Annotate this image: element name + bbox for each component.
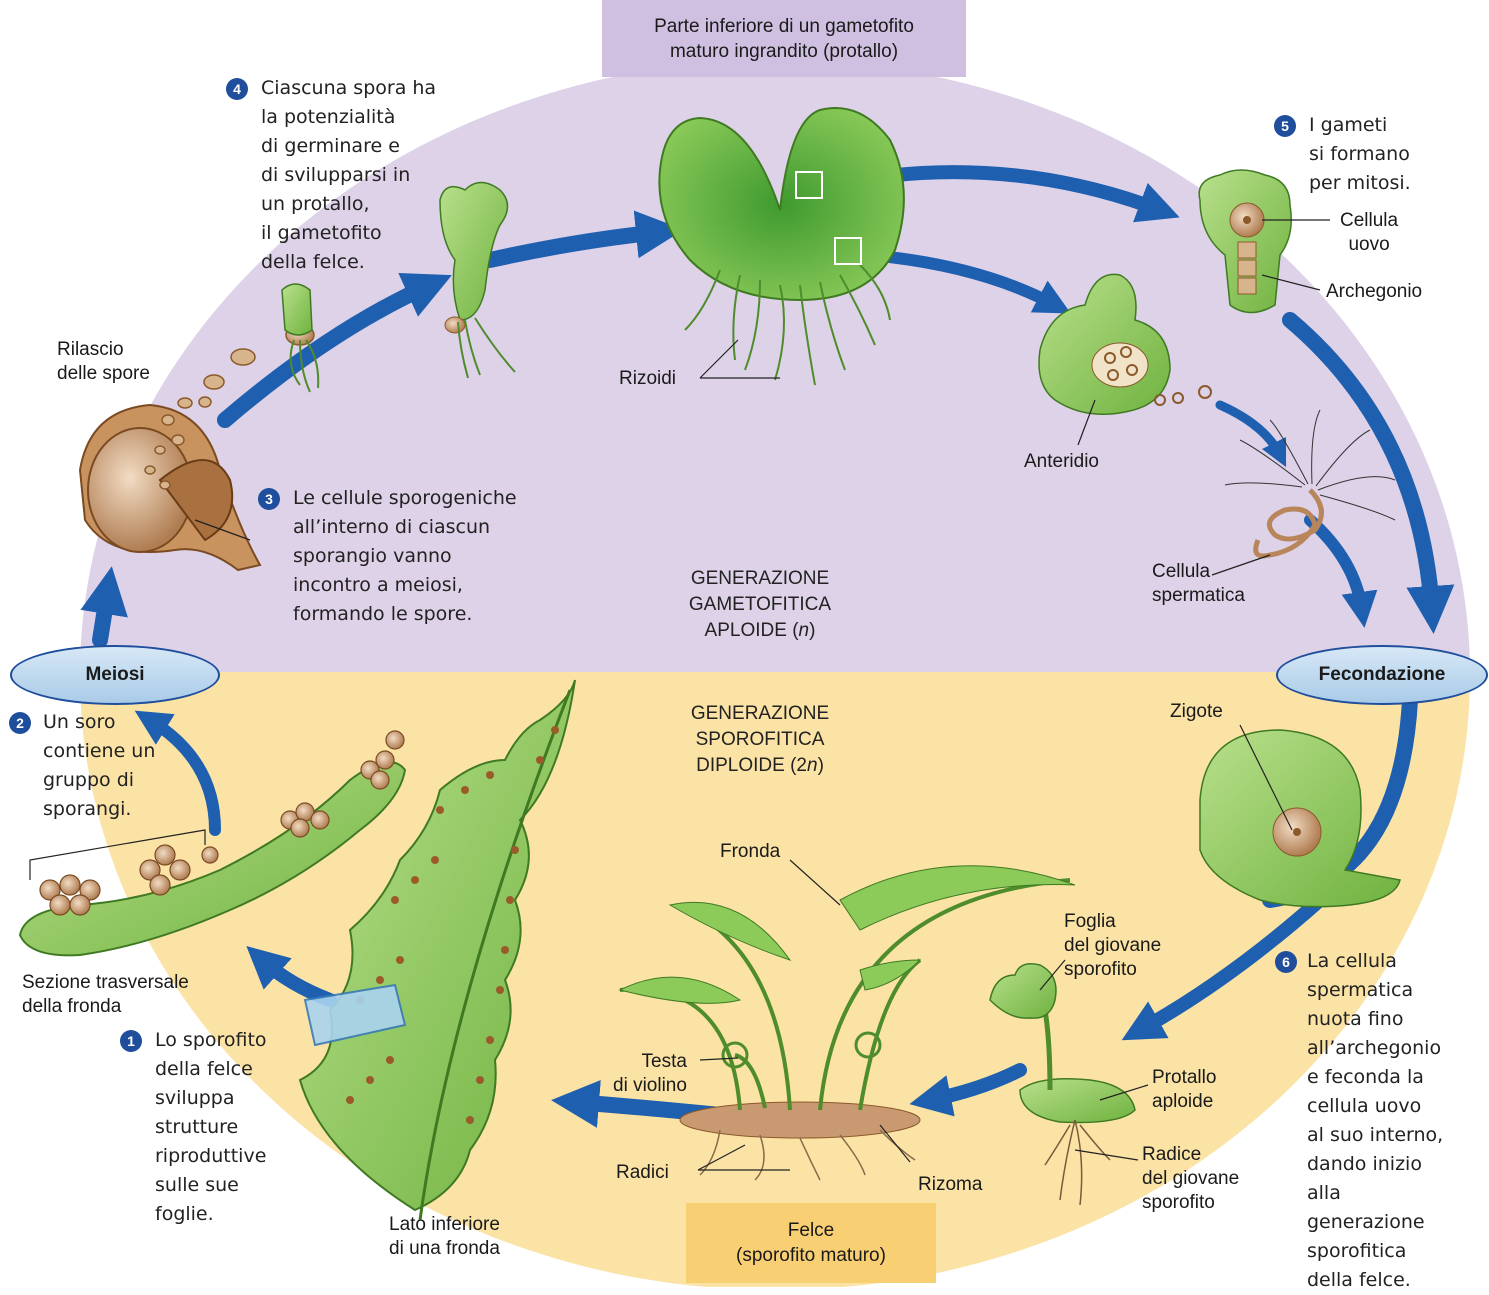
fertilization-label: Fecondazione: [1319, 664, 1446, 686]
label-frond-cross-section: Sezione trasversale della fronda: [22, 971, 189, 1019]
step-4-badge: 4: [226, 78, 248, 100]
label-sperm-cell: Cellula spermatica: [1152, 560, 1245, 608]
step-3-badge: 3: [258, 488, 280, 510]
label-haploid-prothallus: Protallo aploide: [1152, 1066, 1216, 1114]
header-line-2: maturo ingrandito (protallo): [670, 39, 898, 64]
step-1-badge: 1: [120, 1030, 142, 1052]
meiosis-label: Meiosi: [85, 664, 144, 686]
gametophytic-generation-label: GENERAZIONE GAMETOFITICA APLOIDE (n): [655, 566, 865, 644]
gametophytic-line-1: GENERAZIONE: [655, 566, 865, 592]
fertilization-oval: Fecondazione: [1276, 645, 1488, 705]
label-rhizome: Rizoma: [918, 1173, 982, 1197]
label-release-spores: Rilascio delle spore: [57, 338, 150, 386]
label-fiddlehead: Testa di violino: [613, 1050, 687, 1098]
sporophytic-line-1: GENERAZIONE: [655, 701, 865, 727]
label-frond-underside: Lato inferiore di una fronda: [389, 1213, 500, 1261]
header-box: Parte inferiore di un gametofito maturo …: [602, 0, 966, 77]
label-antheridium: Anteridio: [1024, 450, 1099, 474]
label-rhizoids: Rizoidi: [619, 367, 676, 391]
step-2-badge: 2: [9, 712, 31, 734]
bottom-line-1: Felce: [788, 1218, 834, 1243]
bottom-line-2: (sporofito maturo): [736, 1243, 886, 1268]
header-line-1: Parte inferiore di un gametofito: [654, 14, 914, 39]
gametophytic-line-3: APLOIDE (n): [655, 618, 865, 644]
label-young-sporophyte-root: Radice del giovane sporofito: [1142, 1143, 1239, 1215]
step-6-badge: 6: [1275, 951, 1297, 973]
label-archegonium: Archegonio: [1326, 280, 1422, 304]
sporophytic-line-2: SPOROFITICA: [655, 727, 865, 753]
label-young-sporophyte-leaf: Foglia del giovane sporofito: [1064, 910, 1161, 982]
arrow-to-sporangium: [100, 590, 108, 640]
bottom-box: Felce (sporofito maturo): [686, 1203, 936, 1283]
sporophytic-line-3: DIPLOIDE (2n): [655, 753, 865, 779]
label-roots: Radici: [616, 1161, 669, 1185]
meiosis-oval: Meiosi: [10, 645, 220, 705]
label-zygote: Zigote: [1170, 700, 1223, 724]
label-egg-cell: Cellula uovo: [1340, 209, 1398, 257]
sporophytic-generation-label: GENERAZIONE SPOROFITICA DIPLOIDE (2n): [655, 701, 865, 779]
label-frond: Fronda: [720, 840, 780, 864]
step-5-badge: 5: [1274, 115, 1296, 137]
gametophytic-line-2: GAMETOFITICA: [655, 592, 865, 618]
